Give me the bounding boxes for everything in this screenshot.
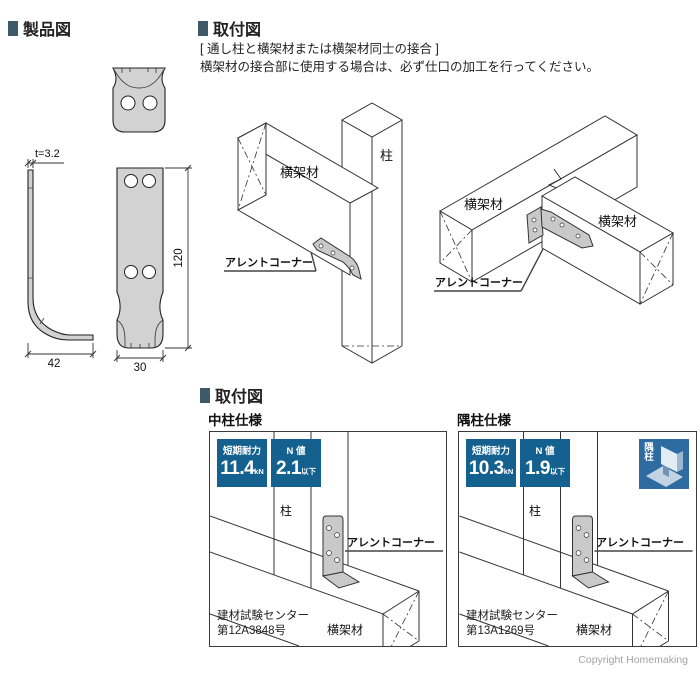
corner-post-icon	[646, 446, 683, 487]
bracket-callout: アレントコーナー	[596, 537, 684, 549]
panel-drawing	[210, 432, 443, 646]
certification-text: 建材試験センター 第13A1269号	[466, 610, 558, 637]
bracket-callout: アレントコーナー	[435, 276, 523, 289]
bracket-drawing	[526, 206, 594, 249]
bracket-top-view	[112, 67, 166, 133]
thickness-dim: t=3.2	[35, 148, 60, 160]
post-label: 柱	[529, 504, 542, 518]
spec-panel-corner-post: 短期耐力 10.3kN N 値 1.9以下 隅柱 柱 アレントコーナー 建材試験…	[458, 431, 697, 647]
section-mark-icon	[198, 20, 208, 36]
bracket-callout: アレントコーナー	[347, 537, 435, 549]
install-section-header: 取付図	[198, 16, 261, 40]
beam-right-label: 横架材	[598, 214, 637, 229]
product-section-header: 製品図	[8, 16, 71, 40]
short-term-strength-badge: 短期耐力 10.3kN	[466, 439, 516, 487]
install-subtitle: [ 通し柱と横架材または横架材同士の接合 ]	[200, 42, 439, 56]
panel-drawing	[459, 432, 693, 646]
install-caution: 横架材の接合部に使用する場合は、必ず仕口の加工を行ってください。	[200, 60, 600, 74]
width-dim: 42	[48, 358, 61, 370]
n-value-badge: N 値 1.9以下	[520, 439, 570, 487]
bracket-callout: アレントコーナー	[225, 256, 313, 269]
beam-label: 横架材	[280, 165, 319, 180]
beam-left-label: 横架材	[464, 197, 503, 212]
bracket-front-view: 120 30	[113, 164, 192, 372]
height-dim: 120	[173, 248, 185, 267]
panel-title-center-post: 中柱仕様	[208, 413, 262, 428]
product-section-title: 製品図	[23, 22, 72, 39]
install-diagram-beam-beam: 横架材 横架材 アレントコーナー	[434, 115, 675, 305]
copyright-text: Copyright Homemaking	[578, 654, 688, 666]
beam-label: 横架材	[576, 623, 613, 637]
beam-drawing	[236, 122, 380, 276]
panel-title-corner-post: 隅柱仕様	[457, 413, 511, 428]
bracket-drawing	[571, 515, 610, 589]
post-label: 柱	[380, 148, 393, 163]
post-label: 柱	[280, 504, 293, 518]
install-section-title: 取付図	[213, 22, 262, 39]
n-value-badge: N 値 2.1以下	[271, 439, 321, 487]
spec-panel-center-post: 短期耐力 11.4kN N 値 2.1以下 柱 アレントコーナー 建材試験センタ…	[209, 431, 447, 647]
beam-right-drawing	[540, 176, 675, 305]
corner-post-badge: 隅柱	[639, 439, 689, 489]
install2-section-title: 取付図	[215, 389, 264, 406]
certification-text: 建材試験センター 第12A3848号	[217, 610, 309, 637]
install2-section-header: 取付図	[200, 383, 263, 407]
bracket-drawing	[321, 515, 361, 589]
bracket-drawing	[312, 237, 362, 280]
product-drawing: t=3.2 42 120 30	[24, 67, 192, 372]
short-term-strength-badge: 短期耐力 11.4kN	[217, 439, 267, 487]
bracket-side-view: t=3.2 42	[24, 148, 97, 370]
section-mark-icon	[200, 387, 210, 403]
install-diagram-post-beam: 柱 横架材 アレントコーナー	[224, 102, 404, 364]
depth-dim: 30	[134, 362, 147, 372]
post-drawing	[340, 102, 404, 364]
section-mark-icon	[8, 20, 18, 36]
beam-label: 横架材	[327, 623, 364, 637]
